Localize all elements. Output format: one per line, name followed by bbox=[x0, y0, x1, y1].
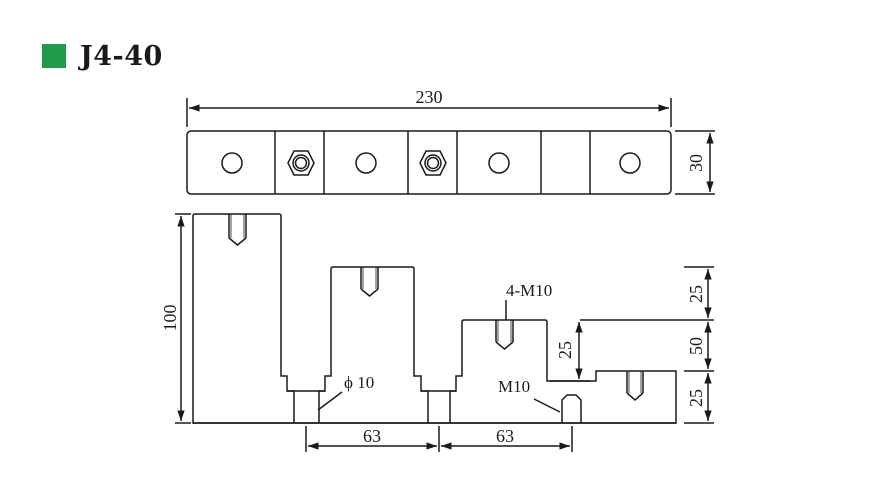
overall-length-dimension bbox=[186, 98, 672, 127]
mounting-hole-3 bbox=[488, 152, 510, 174]
inner-step-height-label: 25 bbox=[555, 341, 575, 359]
tapped-hole-3 bbox=[495, 320, 514, 350]
inner-step-dimension bbox=[550, 322, 590, 382]
thread-callout-label: 4-M10 bbox=[506, 281, 552, 300]
page-title: J4-40 bbox=[80, 40, 163, 72]
stud-callout-leader bbox=[533, 398, 561, 413]
mounting-hole-4 bbox=[619, 152, 641, 174]
mounting-hole-2 bbox=[355, 152, 377, 174]
step-height-top-label: 25 bbox=[686, 285, 706, 303]
mounting-hole-1 bbox=[221, 152, 243, 174]
title-block: J4-40 bbox=[42, 36, 163, 76]
title-swatch bbox=[42, 44, 66, 68]
step-height-bottom-label: 25 bbox=[686, 389, 706, 407]
tapped-hole-4 bbox=[626, 371, 644, 401]
hole-callout-label: ϕ 10 bbox=[344, 373, 374, 392]
total-height-label: 100 bbox=[160, 305, 180, 332]
front-view-outline bbox=[192, 213, 677, 424]
right-height-dimensions bbox=[580, 266, 714, 424]
m10-stud bbox=[561, 394, 582, 423]
top-view bbox=[186, 130, 672, 195]
tapped-hole-1 bbox=[228, 214, 247, 246]
hex-nut-2 bbox=[419, 150, 447, 176]
total-height-dimension bbox=[175, 213, 191, 424]
top-view-outline bbox=[186, 130, 672, 195]
top-view-height-label: 30 bbox=[686, 154, 706, 172]
step-height-middle-label: 50 bbox=[686, 337, 706, 355]
stud-callout-label: M10 bbox=[498, 377, 530, 396]
hex-nut-1 bbox=[287, 150, 315, 176]
overall-length-label: 230 bbox=[416, 87, 443, 107]
tapped-hole-2 bbox=[360, 267, 379, 297]
pitch-dimensions bbox=[305, 426, 573, 452]
hole-callout-leader bbox=[317, 391, 343, 411]
pitch-right-label: 63 bbox=[496, 426, 514, 446]
pitch-left-label: 63 bbox=[363, 426, 381, 446]
top-view-height-dimension bbox=[675, 130, 715, 195]
